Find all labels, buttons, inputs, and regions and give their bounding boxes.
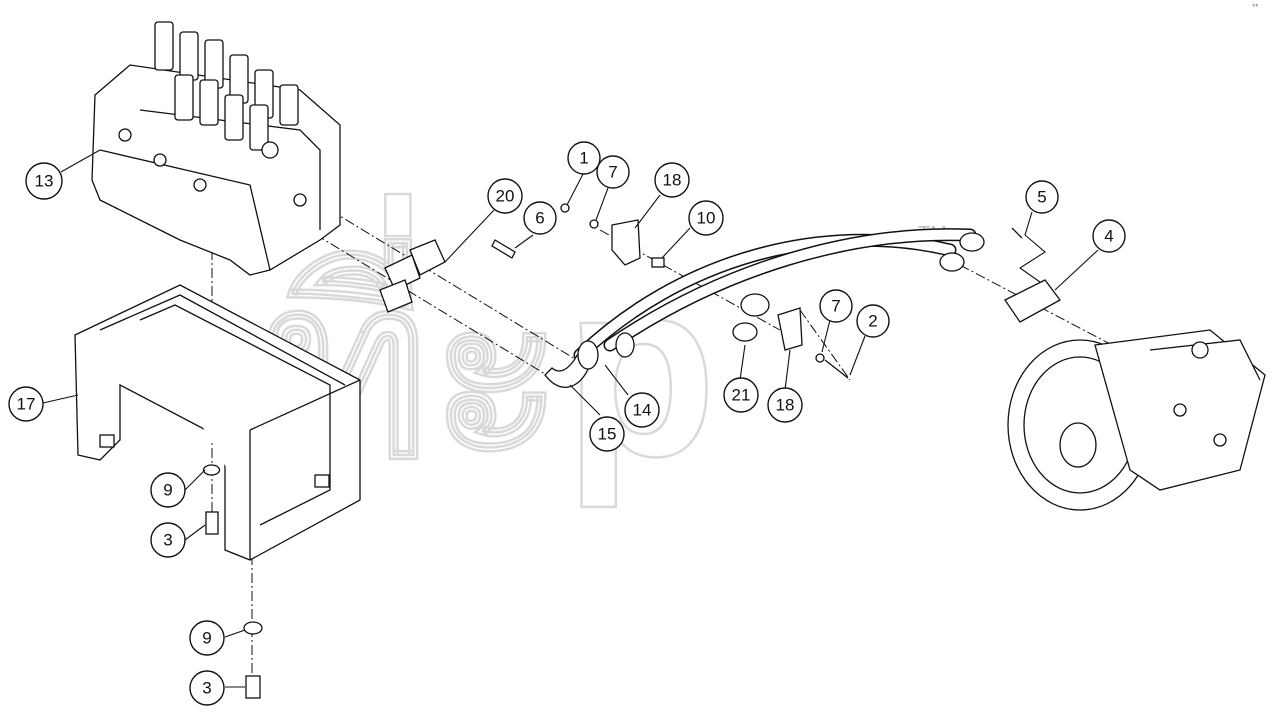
callout-20-label: 20: [496, 187, 515, 206]
callout-17-label: 17: [17, 395, 36, 414]
callouts: 13 17 9 3 9 3 20 6 1 7 18: [8, 141, 1126, 706]
callout-6: 6: [523, 201, 557, 235]
callout-3-upper-label: 3: [163, 531, 172, 550]
callout-13: 13: [25, 162, 63, 200]
callout-3-lower: 3: [189, 670, 225, 706]
callout-7-upper: 7: [596, 155, 630, 189]
callout-5-label: 5: [1037, 188, 1046, 207]
callout-17: 17: [8, 386, 44, 422]
callout-18-upper-label: 18: [663, 171, 682, 190]
callout-13-label: 13: [35, 172, 54, 191]
callout-9-upper: 9: [150, 472, 186, 508]
callout-9-lower-label: 9: [202, 629, 211, 648]
callout-7-upper-label: 7: [608, 163, 617, 182]
bolt-6: [491, 239, 516, 259]
callout-2-label: 2: [868, 312, 877, 331]
callout-14-label: 14: [633, 401, 652, 420]
hose-assembly: [544, 228, 985, 388]
callout-9-upper-label: 9: [163, 481, 172, 500]
callout-18-upper: 18: [654, 162, 690, 198]
callout-1-label: 1: [579, 149, 588, 168]
leader-lines: [42, 149, 1099, 688]
callout-15-label: 15: [598, 425, 617, 444]
callout-15: 15: [589, 416, 625, 452]
callout-10-label: 10: [697, 209, 716, 228]
callout-21-label: 21: [732, 386, 751, 405]
corner-mark: °°: [1252, 3, 1258, 12]
split-flanges: [379, 239, 446, 313]
callout-4: 4: [1092, 219, 1126, 253]
callout-9-lower: 9: [189, 620, 225, 656]
callout-10: 10: [688, 200, 724, 236]
callout-21: 21: [723, 377, 759, 413]
callout-3-lower-label: 3: [202, 679, 211, 698]
callout-18-lower: 18: [767, 387, 803, 423]
callout-2: 2: [856, 304, 890, 338]
callout-1: 1: [567, 141, 601, 175]
callout-6-label: 6: [535, 209, 544, 228]
callout-7-lower: 7: [819, 289, 853, 323]
callout-3-upper: 3: [150, 522, 186, 558]
callout-5: 5: [1025, 180, 1059, 214]
small-parts: [202, 203, 1061, 699]
hydraulic-pump: [1007, 329, 1266, 511]
callout-14: 14: [624, 392, 660, 428]
callout-20: 20: [487, 178, 523, 214]
callout-7-lower-label: 7: [831, 297, 840, 316]
mounting-bracket: [74, 284, 361, 561]
control-valve-block: [91, 21, 341, 276]
callout-4-label: 4: [1104, 227, 1113, 246]
callout-18-lower-label: 18: [776, 396, 795, 415]
